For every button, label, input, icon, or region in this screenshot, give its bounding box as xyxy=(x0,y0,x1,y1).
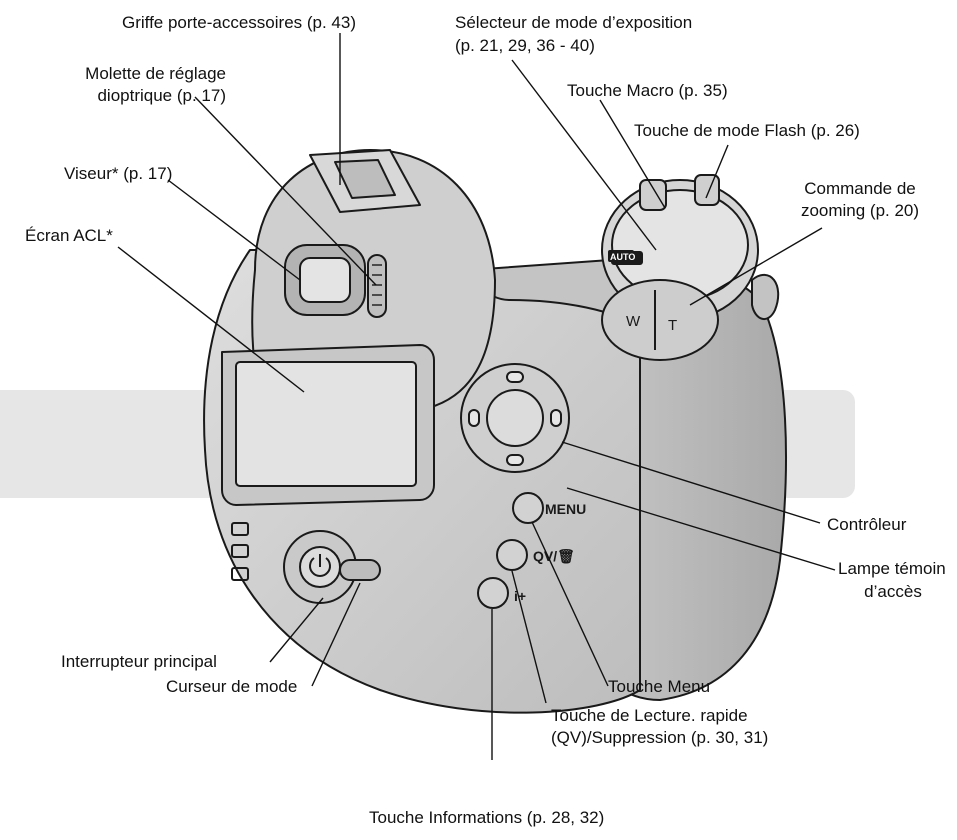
leader-lcd xyxy=(117,246,305,393)
menu-button xyxy=(512,492,544,524)
label-access-lamp-2: d’accès xyxy=(864,582,922,601)
label-zoom-1: Commande de xyxy=(804,179,916,198)
label-zoom-2: zooming (p. 20) xyxy=(800,201,920,220)
label-viewfinder: Viseur* (p. 17) xyxy=(64,164,173,183)
auto-badge: AUTO xyxy=(610,252,635,262)
label-diopter-2: dioptrique (p. 17) xyxy=(97,86,226,105)
label-access-lamp-1: Lampe témoin xyxy=(838,559,946,578)
leader-zoom xyxy=(689,227,823,306)
label-mode-switch: Curseur de mode xyxy=(166,677,298,696)
leader-lines xyxy=(117,33,836,760)
macro-button xyxy=(639,179,667,211)
leader-exposure-dial xyxy=(511,59,657,251)
qv-delete-button xyxy=(496,539,528,571)
leader-qv-button xyxy=(511,570,547,704)
label-exposure-dial-1: Sélecteur de mode d’exposition xyxy=(455,13,693,32)
leader-mode-slider xyxy=(311,582,361,687)
label-macro: Touche Macro (p. 35) xyxy=(567,81,728,100)
label-qv-1: Touche de Lecture. rapide xyxy=(551,706,748,725)
label-flash-mode: Touche de mode Flash (p. 26) xyxy=(634,121,860,140)
leader-controller xyxy=(561,441,821,524)
controller-center xyxy=(486,389,544,447)
leader-viewfinder xyxy=(167,179,301,281)
movie-mode-icon xyxy=(231,544,249,558)
leader-diopter xyxy=(194,96,377,286)
label-hot-shoe: Griffe porte-accessoires (p. 43) xyxy=(122,13,356,32)
leader-menu-button xyxy=(531,521,609,687)
label-qv-2: (QV)/Suppression (p. 30, 31) xyxy=(551,728,769,747)
lcd-screen xyxy=(235,361,417,487)
qv-mark: QV/🗑 xyxy=(533,548,575,564)
zoom-wide-mark: W xyxy=(626,313,641,330)
zoom-tele-mark: T xyxy=(668,317,677,334)
leader-flash xyxy=(705,144,729,199)
label-lcd: Écran ACL* xyxy=(25,226,113,245)
leader-macro xyxy=(599,99,666,209)
info-button xyxy=(477,577,509,609)
strap-lug xyxy=(751,273,780,320)
label-menu-button: Touche Menu xyxy=(608,677,711,696)
flash-mode-button xyxy=(694,174,720,206)
menu-mark: MENU xyxy=(545,501,586,517)
label-exposure-dial-2: (p. 21, 29, 36 - 40) xyxy=(455,36,595,55)
rec-mode-icon xyxy=(231,522,249,536)
label-main-switch: Interrupteur principal xyxy=(61,652,217,671)
mode-slider xyxy=(339,559,381,581)
diopter-wheel xyxy=(367,254,387,318)
leader-access-lamp xyxy=(566,487,836,571)
label-info-button: Touche Informations (p. 28, 32) xyxy=(369,808,605,827)
leader-main-switch xyxy=(269,597,324,663)
label-diopter-1: Molette de réglage xyxy=(85,64,226,83)
playback-mode-icon xyxy=(231,567,249,581)
zoom-lever xyxy=(601,279,719,361)
label-controller: Contrôleur xyxy=(827,515,907,534)
